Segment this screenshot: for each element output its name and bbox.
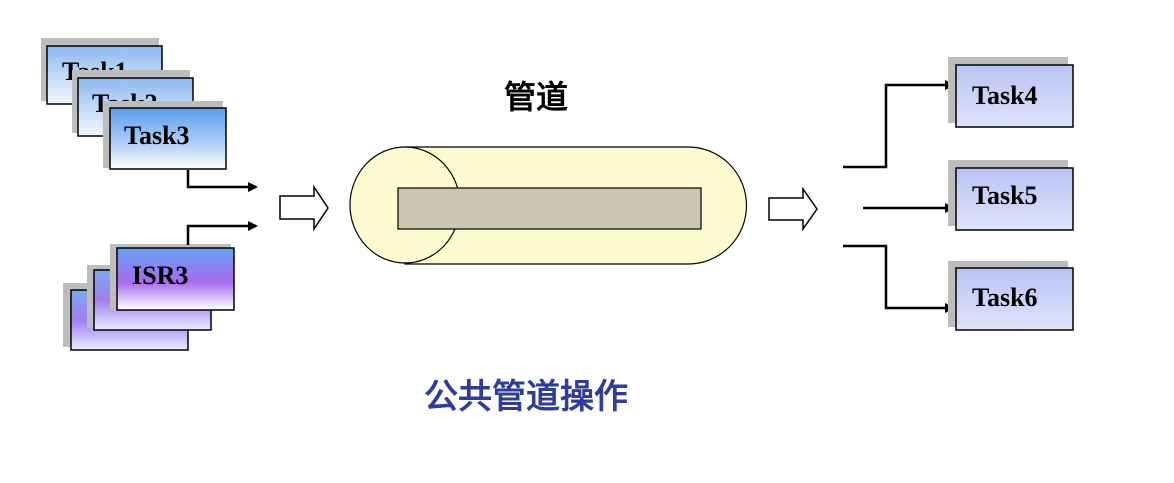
pipe-inner-bar <box>397 187 702 230</box>
task6-box: Task6 <box>948 261 1074 331</box>
pipe <box>349 146 748 265</box>
isr-stack: ISR3 <box>63 244 235 351</box>
isr-to-pipe-arrow <box>186 221 258 245</box>
pipe-title: 管道 <box>504 78 568 116</box>
input-block-arrow-icon <box>279 184 329 232</box>
task3-box: Task3 <box>103 101 227 170</box>
isr3-box: ISR3 <box>110 244 235 311</box>
task-to-pipe-arrow <box>186 170 258 192</box>
task3-label: Task3 <box>124 121 190 150</box>
task5-label: Task5 <box>972 181 1038 210</box>
task4-box: Task4 <box>948 57 1074 128</box>
task4-label: Task4 <box>972 81 1038 110</box>
pipe-to-task6-arrow <box>843 244 955 313</box>
isr3-label: ISR3 <box>132 261 188 290</box>
caption: 公共管道操作 <box>424 377 628 417</box>
task-stack: Task1 Task2 Task3 <box>41 38 227 170</box>
output-connectors <box>843 80 955 313</box>
task5-box: Task5 <box>948 160 1074 231</box>
pipe-to-task4-arrow <box>843 80 955 169</box>
task6-label: Task6 <box>972 283 1038 312</box>
input-connectors <box>186 170 258 245</box>
output-block-arrow-icon <box>768 186 818 232</box>
